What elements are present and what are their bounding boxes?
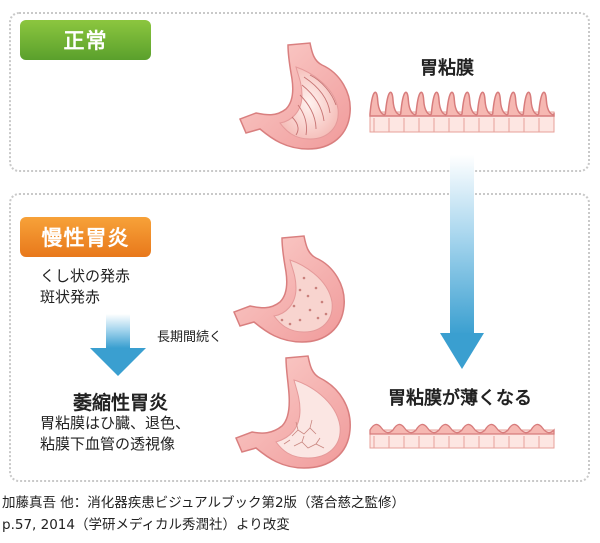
source-credit: 加藤真吾 他：消化器疾患ビジュアルブック第2版（落合慈之監修） p.57, 20… [2, 495, 406, 533]
gastric-mucosa-label: 胃粘膜 [420, 58, 474, 79]
normal-mucosa-illustration [369, 91, 555, 133]
normal-stomach-illustration [239, 42, 351, 150]
progression-arrow [90, 314, 146, 376]
atrophic-gastritis-title: 萎縮性胃炎 [73, 392, 169, 414]
atrophic-description: 胃粘膜はひ臓、退色、 粘膜下血管の透視像 [40, 414, 191, 453]
gastritis-stomach-illustration [233, 235, 345, 343]
thin-mucosa-illustration [369, 423, 555, 449]
redness-label: くし状の発赤 斑状発赤 [40, 267, 131, 306]
mucosa-thins-label: 胃粘膜が薄くなる [388, 388, 532, 409]
long-term-label: 長期間続く [157, 330, 223, 345]
normal-panel [9, 12, 590, 172]
atrophic-stomach-illustration [235, 355, 351, 469]
chronic-gastritis-panel [9, 193, 590, 482]
chronic-gastritis-badge: 慢性胃炎 [20, 217, 151, 257]
mucosa-thinning-arrow [440, 155, 484, 369]
normal-badge: 正常 [20, 20, 151, 60]
